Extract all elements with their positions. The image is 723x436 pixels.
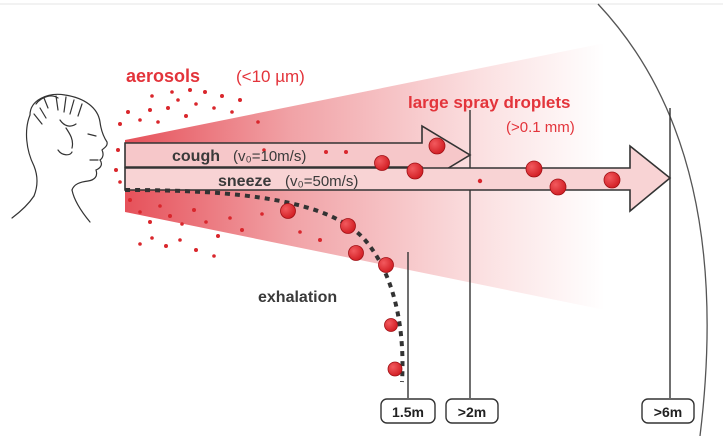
droplet-icon bbox=[525, 160, 543, 178]
large-droplets bbox=[280, 137, 621, 377]
droplet-icon bbox=[348, 245, 364, 261]
large-droplets-label: large spray droplets bbox=[408, 93, 571, 112]
exhalation-path bbox=[124, 188, 405, 383]
droplet-icon bbox=[603, 171, 621, 189]
cough-label: cough bbox=[172, 148, 220, 165]
sneeze-arrow bbox=[124, 144, 672, 213]
person-profile-icon bbox=[11, 93, 108, 223]
large-droplets-size-label: (>0.1 mm) bbox=[506, 119, 575, 136]
distance-label-1-5m: 1.5m bbox=[392, 404, 424, 420]
droplet-icon bbox=[378, 257, 394, 273]
droplet-icon bbox=[280, 203, 296, 219]
cough-velocity-label: (v₀=10m/s) bbox=[233, 148, 306, 165]
distance-label-6m: >6m bbox=[654, 404, 682, 420]
droplet-icon bbox=[549, 178, 567, 196]
aerosols-label: aerosols bbox=[126, 66, 200, 86]
droplet-icon bbox=[340, 218, 356, 234]
distance-marker-1-5m: 1.5m bbox=[380, 398, 436, 424]
droplet-icon bbox=[387, 361, 403, 377]
droplet-icon bbox=[374, 155, 390, 171]
sneeze-label: sneeze bbox=[218, 173, 271, 190]
aerosols-size-label: (<10 µm) bbox=[236, 67, 305, 86]
sneeze-velocity-label: (v₀=50m/s) bbox=[285, 173, 358, 190]
aerosol-particles bbox=[114, 88, 483, 258]
distance-marker-2m: >2m bbox=[445, 398, 499, 424]
droplet-icon bbox=[406, 162, 424, 180]
distance-label-2m: >2m bbox=[458, 404, 486, 420]
distance-marker-6m: >6m bbox=[641, 398, 695, 424]
exhalation-label: exhalation bbox=[258, 289, 337, 306]
range-arc bbox=[597, 3, 708, 436]
droplet-icon bbox=[428, 137, 446, 155]
droplet-icon bbox=[384, 318, 398, 332]
